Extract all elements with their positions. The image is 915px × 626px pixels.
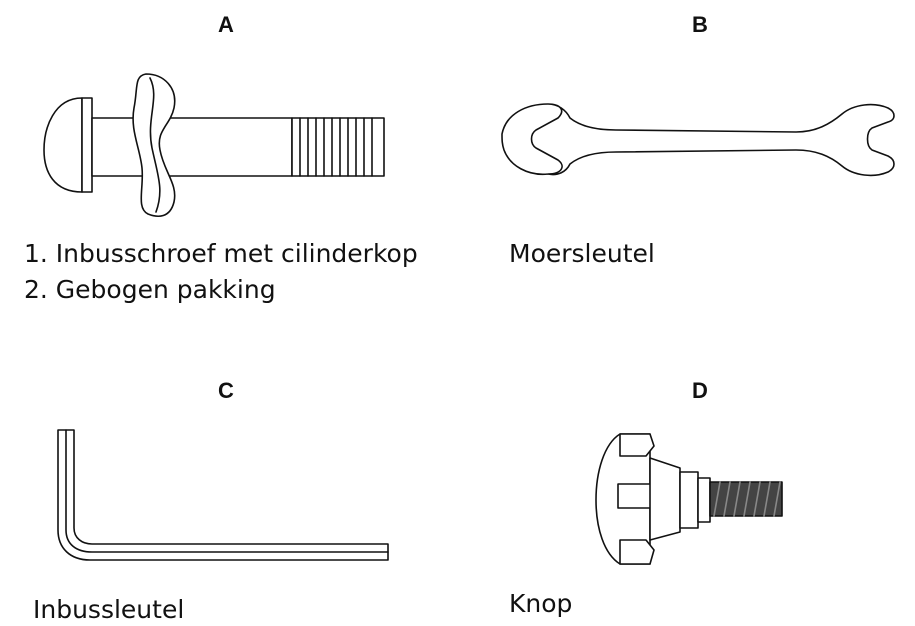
part-d-letter: D <box>692 378 708 403</box>
part-a-caption-1: 1. Inbusschroef met cilinderkop <box>24 239 418 268</box>
part-d-caption: Knop <box>509 589 573 618</box>
socket-cap-screw-with-curved-washer-icon <box>43 73 385 217</box>
part-a-letter: A <box>218 12 234 37</box>
open-end-wrench-icon <box>501 103 895 177</box>
threaded-knob-icon <box>595 433 783 565</box>
hex-key-icon <box>57 429 389 561</box>
part-c-letter: C <box>218 378 234 403</box>
part-b-letter: B <box>692 12 708 37</box>
part-a-caption-2: 2. Gebogen pakking <box>24 275 276 304</box>
part-c-caption: Inbussleutel <box>33 595 185 624</box>
part-b-caption: Moersleutel <box>509 239 655 268</box>
